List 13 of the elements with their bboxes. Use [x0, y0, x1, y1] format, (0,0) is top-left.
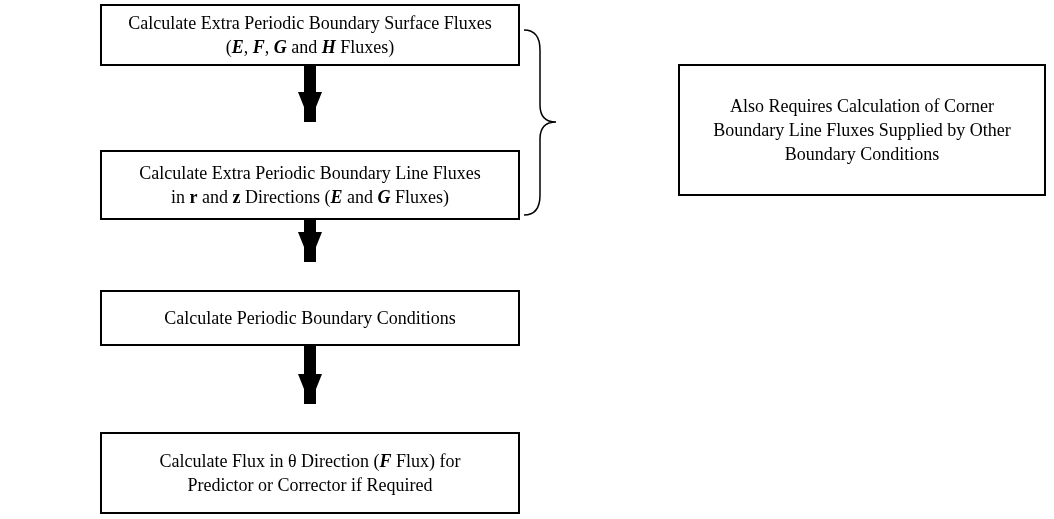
box-text: Also Requires Calculation of Corner Boundary Line Fluxes Supplied by Other Boundary Conditions: [712, 95, 1012, 166]
box-text: Calculate Extra Periodic Boundary Surface Fluxes (E, F, G and H Fluxes): [127, 12, 493, 59]
arrow: [298, 220, 322, 262]
box-text: Calculate Extra Periodic Boundary Line Fluxes in r and z Directions (E and G Fluxes): [138, 162, 482, 209]
process-box: [100, 150, 520, 220]
box-text: Calculate Flux in θ Direction (F Flux) for Predictor or Corrector if Required: [158, 450, 462, 497]
process-box: [678, 64, 1046, 196]
process-box: [100, 290, 520, 346]
box-text: Calculate Periodic Boundary Conditions: [164, 307, 456, 330]
process-box: [100, 432, 520, 514]
arrow: [298, 346, 322, 404]
process-box: [100, 4, 520, 66]
arrow: [298, 66, 322, 122]
